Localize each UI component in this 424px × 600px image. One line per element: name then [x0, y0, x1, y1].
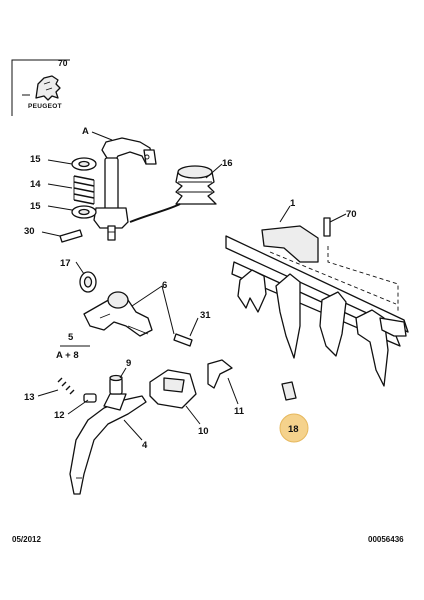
callout-10: 10 [198, 426, 209, 437]
detent-spring-13 [57, 377, 75, 395]
leader-lines [37, 131, 347, 441]
fork-shaft-assembly [225, 225, 409, 387]
callout-A: A [82, 126, 89, 137]
callout-18: 18 [288, 424, 299, 435]
callout-5: 5 [68, 332, 74, 343]
gaiter-boot [129, 165, 217, 223]
pin-30 [59, 229, 83, 243]
footer-date: 05/2012 [12, 535, 41, 544]
callout-labels: A 15 14 15 30 17 16 1 70 6 31 5 A + 8 9 … [24, 126, 357, 451]
washer-17 [79, 271, 97, 293]
callout-4: 4 [142, 440, 148, 451]
ball-12 [83, 393, 97, 403]
callout-5-sub: A + 8 [56, 350, 79, 361]
footer-reference: 00056436 [368, 535, 404, 544]
callout-9: 9 [126, 358, 131, 369]
pin-70 [323, 217, 331, 237]
pin-31 [173, 333, 193, 347]
highlight-circle-18 [279, 413, 309, 443]
alignment-lines [269, 246, 399, 312]
callout-6: 6 [162, 280, 167, 291]
callout-30: 30 [24, 226, 35, 237]
pad-18 [281, 381, 297, 401]
callout-15-bottom: 15 [30, 201, 41, 212]
logo-box: 70 PEUGEOT [11, 58, 70, 116]
washer-15-bottom [71, 205, 97, 219]
callout-16: 16 [222, 158, 233, 169]
lever-6 [83, 291, 153, 337]
callout-31: 31 [200, 310, 211, 321]
callout-1: 1 [290, 198, 296, 209]
callout-15-top: 15 [30, 154, 41, 165]
callout-12: 12 [54, 410, 65, 421]
brand-name: PEUGEOT [28, 103, 62, 110]
guide-10 [149, 369, 197, 409]
page-number: 70 [58, 58, 68, 68]
selector-lever-assembly [93, 137, 157, 241]
callout-17: 17 [60, 258, 71, 269]
bush-9 [109, 374, 123, 395]
callout-14: 14 [30, 179, 41, 190]
callout-13: 13 [24, 392, 35, 403]
bracket-11 [207, 359, 233, 389]
callout-11: 11 [234, 406, 245, 417]
washer-15-top [71, 157, 97, 171]
peugeot-lion-logo [22, 75, 61, 101]
callout-70: 70 [346, 209, 357, 220]
fork-4 [69, 393, 147, 495]
spring [73, 175, 95, 205]
